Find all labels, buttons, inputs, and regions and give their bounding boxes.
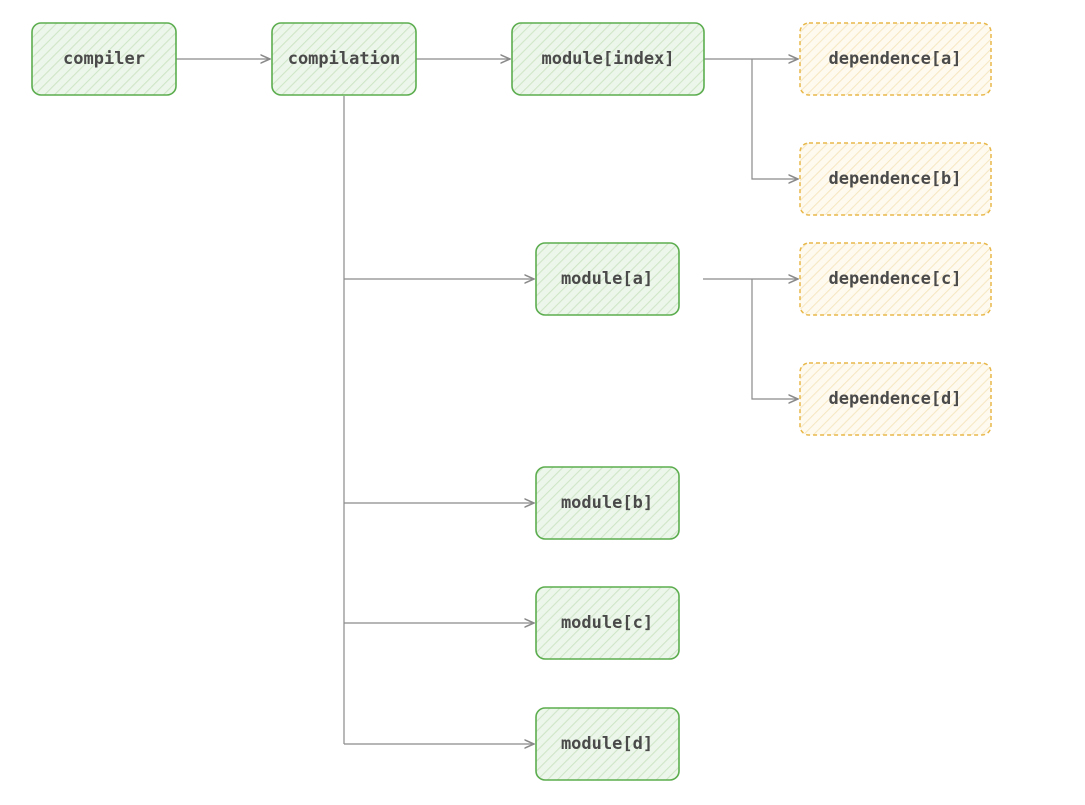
node-dependence-d-label: dependence[d] bbox=[828, 389, 961, 409]
node-module-d: module[d] bbox=[535, 707, 680, 781]
node-compilation-label: compilation bbox=[288, 49, 401, 69]
node-module-index: module[index] bbox=[511, 22, 705, 96]
edge-module-index-dependence-b bbox=[751, 59, 798, 179]
node-module-a-label: module[a] bbox=[561, 269, 653, 289]
node-dependence-b-label: dependence[b] bbox=[828, 169, 961, 189]
node-dependence-c: dependence[c] bbox=[799, 242, 992, 316]
node-module-b-label: module[b] bbox=[561, 493, 653, 513]
node-compilation: compilation bbox=[271, 22, 417, 96]
edge-module-a-dependence-d bbox=[751, 279, 798, 399]
node-dependence-b: dependence[b] bbox=[799, 142, 992, 216]
node-module-c-label: module[c] bbox=[561, 613, 653, 633]
node-dependence-d: dependence[d] bbox=[799, 362, 992, 436]
node-module-a: module[a] bbox=[535, 242, 680, 316]
node-module-c: module[c] bbox=[535, 586, 680, 660]
node-dependence-c-label: dependence[c] bbox=[828, 269, 961, 289]
node-compiler: compiler bbox=[31, 22, 177, 96]
connectors bbox=[176, 59, 798, 744]
node-module-index-label: module[index] bbox=[541, 49, 674, 69]
node-dependence-a: dependence[a] bbox=[799, 22, 992, 96]
node-compiler-label: compiler bbox=[63, 49, 145, 69]
node-dependence-a-label: dependence[a] bbox=[828, 49, 961, 69]
node-module-d-label: module[d] bbox=[561, 734, 653, 754]
node-module-b: module[b] bbox=[535, 466, 680, 540]
